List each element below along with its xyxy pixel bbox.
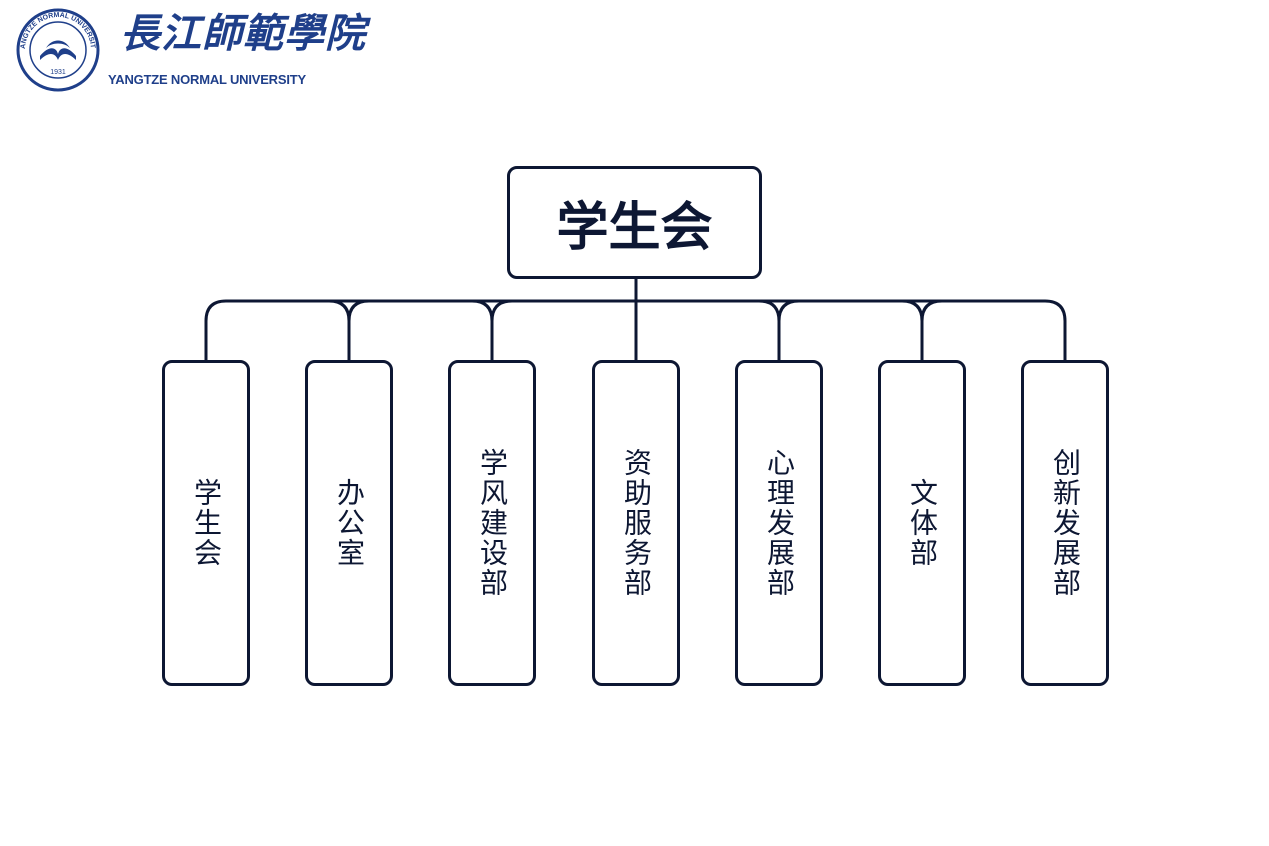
branch-corner-line	[471, 299, 494, 322]
branch-line	[347, 299, 370, 361]
branch-line	[758, 299, 781, 361]
org-child-label: 学生会	[190, 478, 223, 568]
org-child-node: 学生会	[162, 360, 250, 686]
branch-line	[1044, 299, 1067, 361]
branch-line	[490, 299, 513, 361]
org-child-node: 心理发展部	[735, 360, 823, 686]
org-child-node: 学风建设部	[448, 360, 536, 686]
org-child-node: 办公室	[305, 360, 393, 686]
org-child-label: 资助服务部	[620, 448, 653, 598]
logo-chinese-name: 長江師範學院	[120, 10, 366, 57]
org-root-node: 学生会	[507, 166, 762, 279]
org-child-label: 创新发展部	[1049, 448, 1082, 598]
org-child-label: 文体部	[906, 478, 939, 568]
org-child-label: 心理发展部	[763, 448, 796, 598]
org-child-node: 资助服务部	[592, 360, 680, 686]
svg-text:1931: 1931	[50, 69, 66, 76]
branch-corner-line	[328, 299, 351, 322]
org-child-node: 创新发展部	[1021, 360, 1109, 686]
branch-corner-line	[777, 299, 800, 322]
org-child-label: 学风建设部	[476, 448, 509, 598]
university-emblem-icon: YANGTZE NORMAL UNIVERSITY 1931	[16, 8, 100, 92]
branch-corner-line	[920, 299, 943, 322]
logo-english-name: YANGTZE NORMAL UNIVERSITY	[108, 72, 306, 87]
org-child-node: 文体部	[878, 360, 966, 686]
university-logo: YANGTZE NORMAL UNIVERSITY 1931 長江師範學院 YA…	[16, 6, 365, 94]
branch-line	[901, 299, 924, 361]
branch-line	[204, 299, 227, 361]
org-child-label: 办公室	[333, 478, 366, 568]
